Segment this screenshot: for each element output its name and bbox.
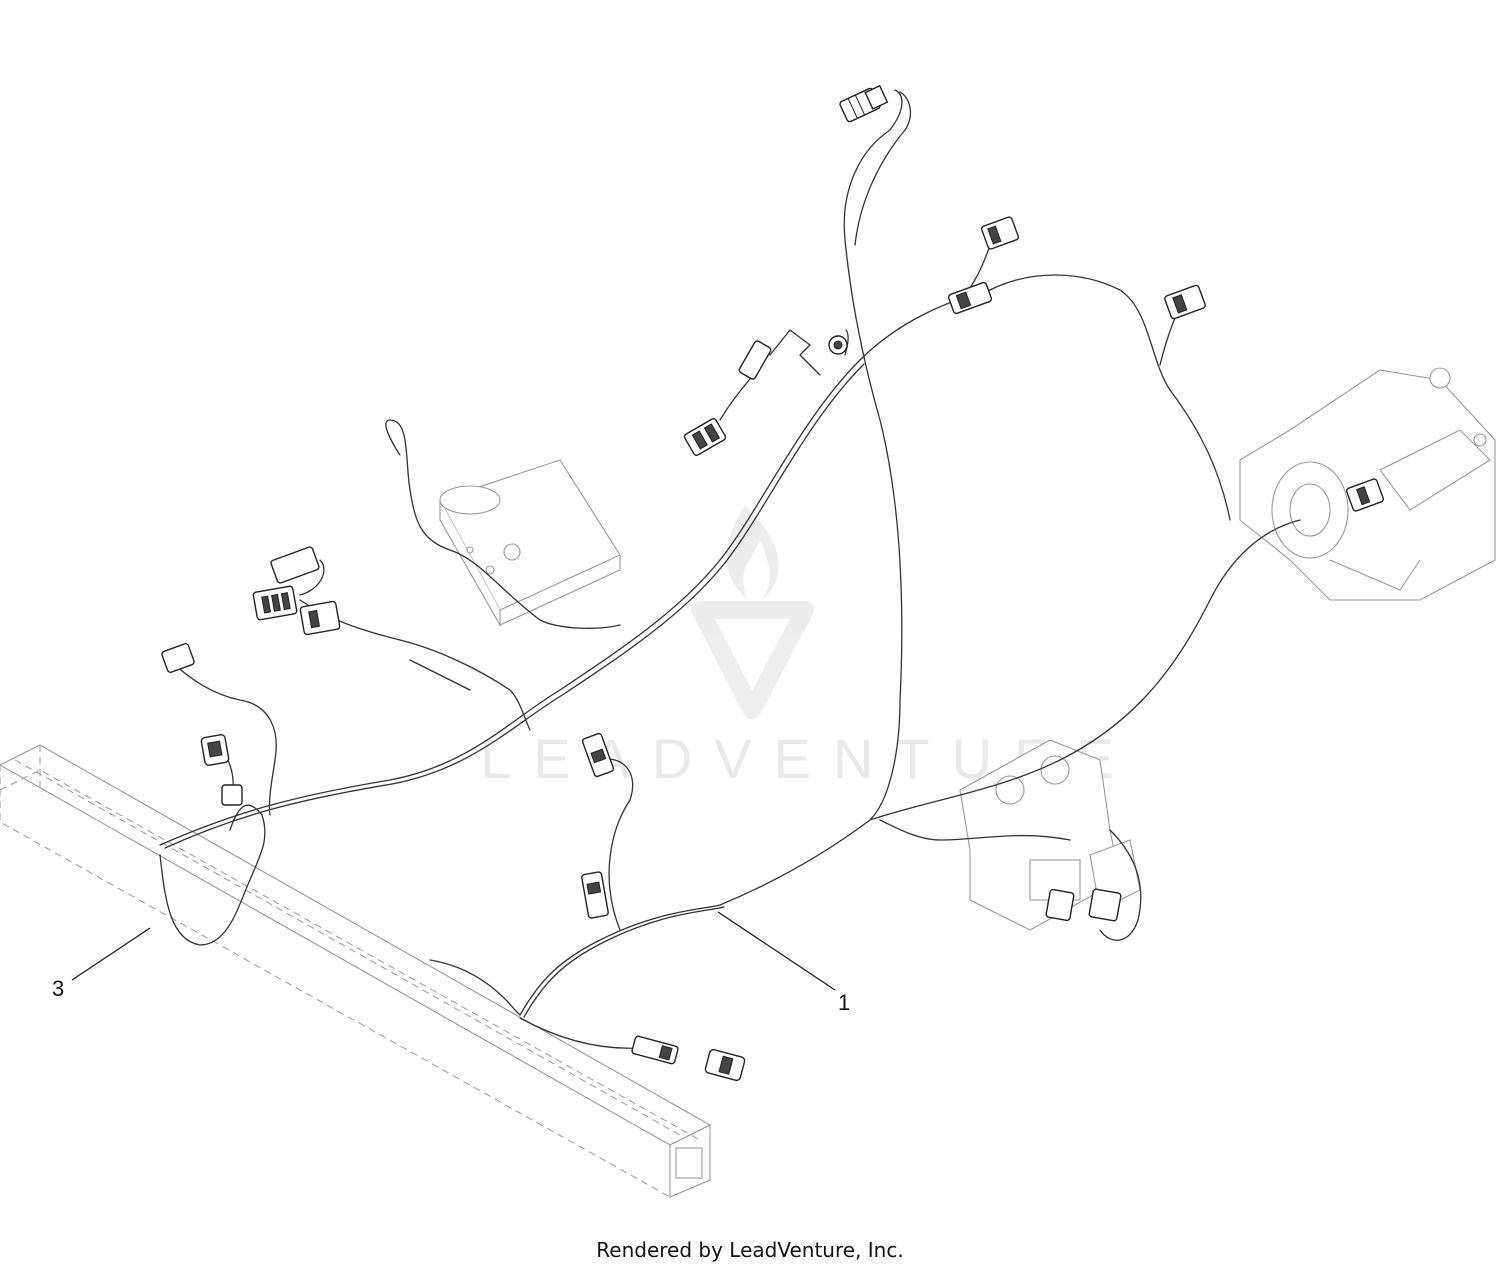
valve-block-right [959,739,1141,931]
connector-mid-lower [683,418,727,456]
connector-bottom-1 [631,1035,679,1065]
branch-top [854,91,912,246]
connector-upper-right-2 [947,281,993,315]
connector-bottom-2 [704,1048,746,1082]
connector-top [839,84,889,123]
connector-mid-upper [738,340,772,380]
connector-left-upper [270,546,320,584]
harness-loop [385,419,621,629]
connector-pump [1346,478,1384,512]
connector-valve-left [1045,888,1075,922]
valve-block-left [439,459,621,628]
callout-3: 3 [52,976,65,1001]
callout-1-leader [717,911,836,991]
render-credit: Rendered by LeadVenture, Inc. [596,1238,904,1262]
sensor-plug [828,335,848,355]
connector-center-upper [581,732,615,778]
frame-clip [221,784,243,806]
connector-far-right [1164,284,1206,320]
branch-sensor [769,329,821,376]
callout-1: 1 [838,990,851,1015]
frame-tube [0,744,712,1198]
connector-upper-right-1 [981,216,1019,250]
connector-far-left [161,643,195,673]
connector-left-mid [252,585,298,621]
main-harness [159,89,1301,1049]
connector-frame-top [200,734,230,766]
connector-center-lower [581,871,609,919]
connector-left-lower [299,600,341,636]
connector-valve-right [1088,888,1122,922]
callout-3-leader [71,927,151,981]
